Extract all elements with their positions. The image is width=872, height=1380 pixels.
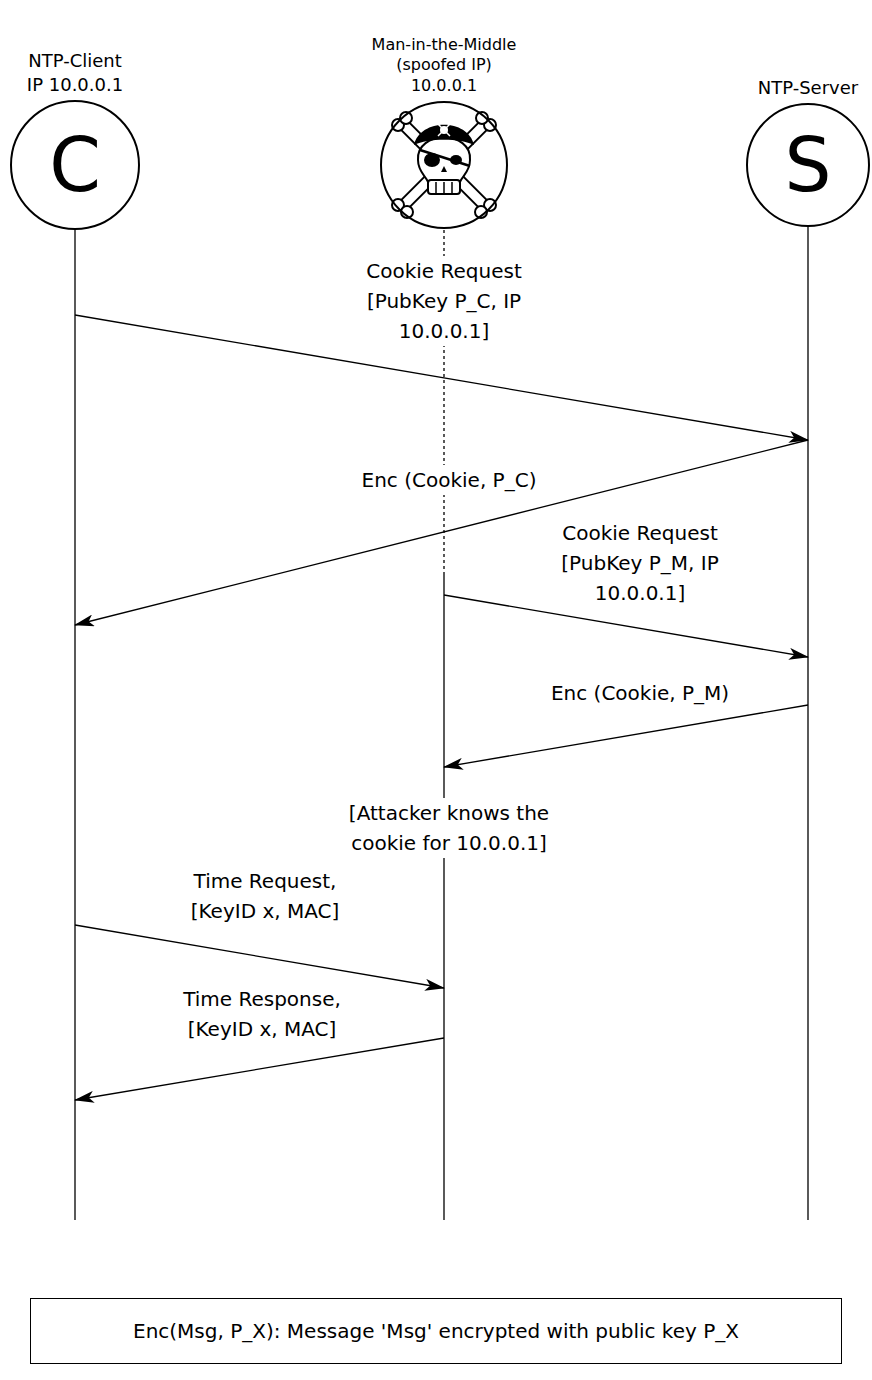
participant-heading: NTP-Server [743,76,872,99]
message-label: Cookie Request [PubKey P_C, IP 10.0.0.1] [356,256,532,346]
legend-note: Enc(Msg, P_X): Message 'Msg' encrypted w… [133,1319,739,1343]
message-arrow [75,925,444,988]
mitm-lifeline [443,575,444,1220]
message-arrow [75,440,808,625]
message-label: Time Response, [KeyID x, MAC] [172,984,352,1044]
client-lifeline [74,230,75,1220]
message-label: Cookie Request [PubKey P_M, IP 10.0.0.1] [552,518,728,608]
lifeline-circle: NTP-ServerS [746,103,870,227]
lifeline-circle: Man-in-the-Middle (spoofed IP) 10.0.0.1 [380,101,508,229]
message-label: Enc (Cookie, P_C) [360,465,539,495]
lifeline-circle: NTP-Client IP 10.0.0.1C [10,100,140,230]
pirate-skull-icon [392,112,496,218]
message-arrow [444,705,808,767]
message-arrow [75,1038,444,1100]
server-lifeline [807,227,808,1220]
participant-heading: Man-in-the-Middle (spoofed IP) 10.0.0.1 [364,35,524,97]
legend-box: Enc(Msg, P_X): Message 'Msg' encrypted w… [30,1298,842,1364]
message-label: Enc (Cookie, P_M) [549,678,731,708]
participant-letter: S [785,128,832,202]
note-label: [Attacker knows the cookie for 10.0.0.1] [341,798,557,858]
participant-letter: C [49,128,101,202]
message-label: Time Request, [KeyID x, MAC] [175,866,355,926]
participant-heading: NTP-Client IP 10.0.0.1 [20,49,130,96]
